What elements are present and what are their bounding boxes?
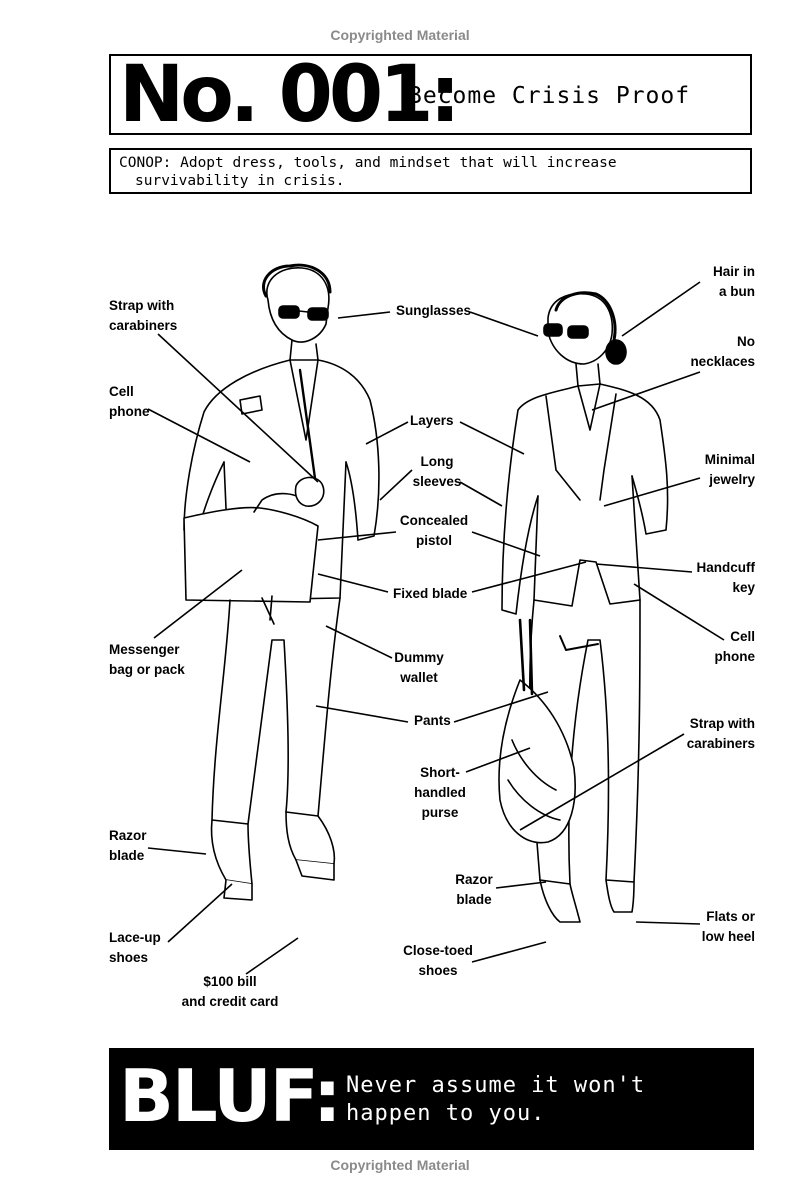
label-sunglasses: Sunglasses <box>396 303 472 318</box>
label-dummy-wallet: Dummy wallet <box>394 650 444 685</box>
conop-line-1: CONOP: Adopt dress, tools, and mindset t… <box>119 155 617 171</box>
label-flats: Flats or low heel <box>701 909 755 944</box>
label-razor-blade-woman: Razor blade <box>455 872 493 907</box>
bluf-heading: BLUF: <box>119 1054 342 1138</box>
label-pants: Pants <box>414 713 451 728</box>
label-lace-up-shoes: Lace-up shoes <box>109 930 161 965</box>
label-no-necklaces: No necklaces <box>690 334 755 369</box>
label-cell-phone-woman: Cell phone <box>714 629 756 664</box>
label-minimal-jewelry: Minimal jewelry <box>704 452 755 487</box>
entry-title: Become Crisis Proof <box>408 83 691 109</box>
label-concealed-pistol: Concealed pistol <box>399 513 469 548</box>
label-handcuff-key: Handcuff key <box>696 560 756 595</box>
label-cash-credit: $100 bill and credit card <box>181 974 279 1009</box>
woman-figure <box>498 291 669 923</box>
conop-line-2: survivability in crisis. <box>135 173 345 189</box>
conop-box: CONOP: Adopt dress, tools, and mindset t… <box>109 148 752 194</box>
title-box: No. 001: Become Crisis Proof <box>109 50 752 140</box>
copyright-bottom: Copyrighted Material <box>330 1157 470 1173</box>
label-long-sleeves: Long sleeves <box>412 454 462 489</box>
copyright-top: Copyrighted Material <box>330 27 470 43</box>
label-layers: Layers <box>410 413 454 428</box>
label-fixed-blade: Fixed blade <box>393 586 468 601</box>
label-hair-bun: Hair in a bun <box>712 264 755 299</box>
label-purse: Short- handled purse <box>414 765 466 820</box>
bluf-box: BLUF: Never assume it won't happen to yo… <box>109 1048 754 1150</box>
entry-number: No. 001: <box>119 50 461 140</box>
figures-drawing <box>147 263 725 975</box>
label-strap-man: Strap with carabiners <box>109 298 178 333</box>
label-razor-blade-man: Razor blade <box>109 828 147 863</box>
man-figure <box>183 263 380 901</box>
illustration: Strap with carabiners Cell phone Messeng… <box>0 200 800 1030</box>
bluf-text: Never assume it won't happen to you. <box>346 1073 646 1126</box>
label-strap-woman: Strap with carabiners <box>686 716 755 751</box>
label-messenger-bag: Messenger bag or pack <box>109 642 185 677</box>
label-close-toed-shoes: Close-toed shoes <box>403 943 473 978</box>
label-cell-phone-man: Cell phone <box>109 384 150 419</box>
